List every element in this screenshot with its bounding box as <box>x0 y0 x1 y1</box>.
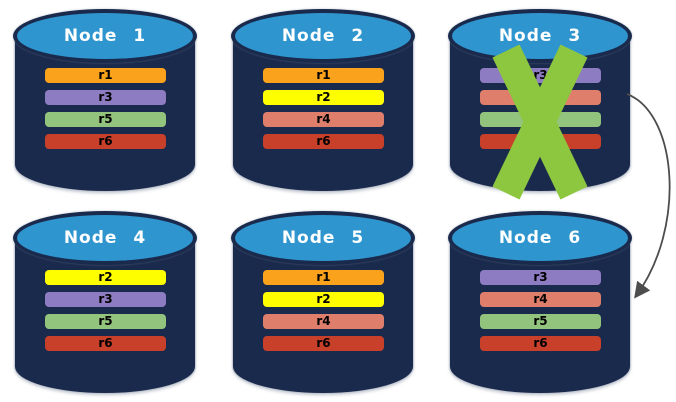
replica-bar-r1: r1 <box>263 68 384 83</box>
replica-bar-r6: r6 <box>263 134 384 149</box>
replica-bar-r5: r5 <box>480 314 601 329</box>
node-title: Node 5 <box>281 228 365 248</box>
replica-bar-r1: r1 <box>263 270 384 285</box>
replica-list: r1 r3 r5 r6 <box>45 68 166 149</box>
db-node-node-6: Node 6 r3 r4 r5 r6 <box>448 211 632 393</box>
replica-bar-r6: r6 <box>263 336 384 351</box>
replica-bar-r6: r6 <box>45 336 166 351</box>
replica-list: r1 r2 r4 r6 <box>263 270 384 351</box>
replica-bar-r3: r3 <box>45 90 166 105</box>
failover-arrow-path <box>626 93 671 299</box>
replica-bar-r4: r4 <box>263 112 384 127</box>
replica-bar-r2: r2 <box>45 270 166 285</box>
failure-x-icon <box>492 44 588 200</box>
cylinder-top: Node 1 <box>13 9 197 63</box>
node-title: Node 2 <box>281 26 365 46</box>
cylinder-top: Node 2 <box>231 9 415 63</box>
replica-bar-r2: r2 <box>263 90 384 105</box>
node-title: Node 6 <box>498 228 582 248</box>
db-node-node-4: Node 4 r2 r3 r5 r6 <box>13 211 197 393</box>
db-node-node-5: Node 5 r1 r2 r4 r6 <box>231 211 415 393</box>
replica-list: r3 r4 r5 r6 <box>480 270 601 351</box>
cylinder-top: Node 6 <box>448 211 632 265</box>
replica-bar-r3: r3 <box>480 270 601 285</box>
replica-bar-r3: r3 <box>45 292 166 307</box>
db-node-node-1: Node 1 r1 r3 r5 r6 <box>13 9 197 191</box>
node-title: Node 4 <box>63 228 147 248</box>
replica-list: r2 r3 r5 r6 <box>45 270 166 351</box>
replica-bar-r5: r5 <box>45 112 166 127</box>
replica-bar-r2: r2 <box>263 292 384 307</box>
cylinder-top: Node 3 <box>448 9 632 63</box>
replica-bar-r1: r1 <box>45 68 166 83</box>
node-title: Node 1 <box>63 26 147 46</box>
cylinder-top: Node 4 <box>13 211 197 265</box>
db-node-node-2: Node 2 r1 r2 r4 r6 <box>231 9 415 191</box>
cylinder-top: Node 5 <box>231 211 415 265</box>
replica-bar-r4: r4 <box>263 314 384 329</box>
replica-bar-r6: r6 <box>45 134 166 149</box>
replica-bar-r5: r5 <box>45 314 166 329</box>
replica-bar-r6: r6 <box>480 336 601 351</box>
replica-list: r1 r2 r4 r6 <box>263 68 384 149</box>
replica-bar-r4: r4 <box>480 292 601 307</box>
node-title: Node 3 <box>498 26 582 46</box>
